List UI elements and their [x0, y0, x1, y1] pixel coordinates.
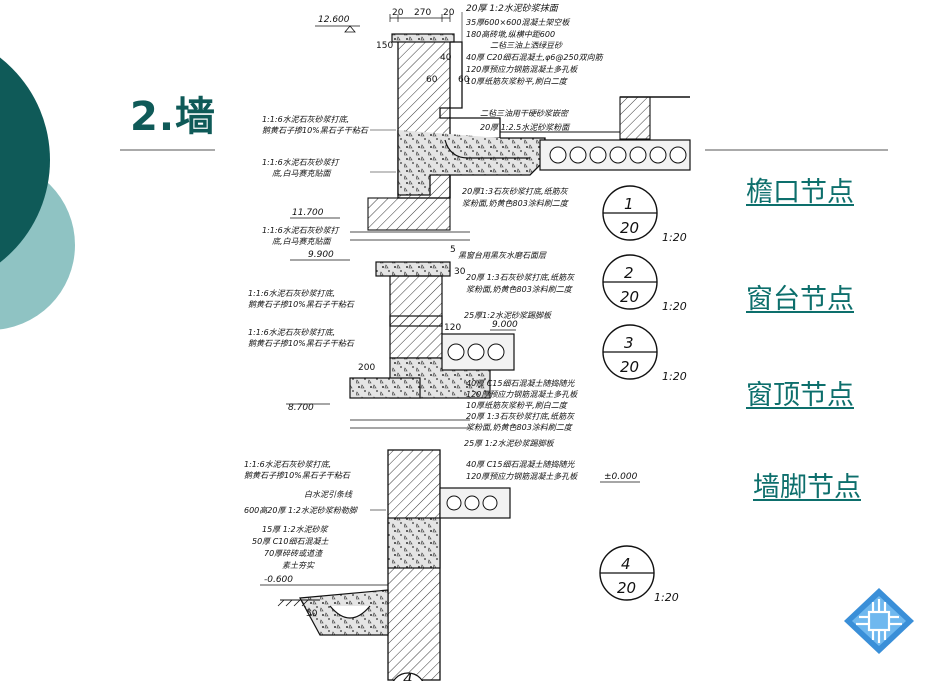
level-8700: 8.700 — [288, 403, 314, 413]
left-ann-4a: 1:1:6水泥石灰砂浆打底, — [248, 289, 335, 298]
link-wall-footing-node[interactable]: 墙脚节点 — [753, 472, 861, 503]
left-ann-2a: 1:1:6水泥石灰砂浆打 — [262, 158, 341, 167]
bottom-section-mark: 4 — [403, 670, 413, 681]
dim-50: 50 — [306, 609, 318, 619]
dim-30: 30 — [454, 267, 466, 277]
ground-ann-3: 70厚碎砖或道渣 — [264, 549, 324, 558]
wall-section-drawing: 20 270 20 12.600 20厚 1:2水泥砂浆抹面 35厚600×60… — [244, 3, 691, 681]
dim-top-1: 20 — [392, 8, 404, 18]
dim-40: 40 — [440, 53, 452, 63]
detail-3-num: 3 — [624, 334, 634, 352]
sill-ann: 黑窗台用黑灰水磨石面层 — [458, 251, 547, 260]
eave-ann-9: 20厚 1:2.5水泥砂浆粉面 — [480, 123, 571, 132]
dim-top-3: 20 — [443, 8, 455, 18]
right-ann-2a: 20厚 1:3石灰砂浆打底,纸筋灰 — [466, 273, 575, 282]
eave-ann-8: 二毡三油用干硬砂浆嵌密 — [480, 109, 569, 118]
detail-2-num: 2 — [624, 264, 634, 282]
left-ann-2b: 底,白马赛克贴面 — [272, 169, 333, 178]
eave-ann-2: 35厚600×600混凝土架空板 — [466, 18, 570, 27]
right-ann-1a: 20厚1:3石灰砂浆打底,纸筋灰 — [462, 187, 569, 196]
eave-ann-6: 120厚预应力钢筋混凝土多孔板 — [466, 65, 578, 74]
skirting-ann-2: 25厚 1:2水泥砂浆踢脚板 — [464, 439, 555, 448]
left-ann-1a: 1:1:6水泥石灰砂浆打底, — [262, 115, 349, 124]
eave-gutter — [397, 130, 546, 196]
floor-ann-2: 120厚预应力钢筋混凝土多孔板 — [466, 472, 578, 481]
detail-3-scale: 1:20 — [662, 370, 687, 383]
eave-ann-4: 二毡三油上洒绿豆砂 — [490, 41, 563, 50]
left-ann-3b: 底,白马赛克贴面 — [272, 237, 333, 246]
detail-4-num: 4 — [621, 555, 631, 573]
detail-1-sheet: 20 — [620, 219, 639, 237]
detail-1-num: 1 — [624, 195, 634, 213]
level-12600: 12.600 — [318, 15, 350, 25]
skirting-ann-1: 25厚1:2水泥砂浆踢脚板 — [464, 311, 552, 320]
left-ann-5b: 鹅黄石子掺10%黑石子干粘石 — [248, 339, 356, 348]
base-ann-4: 600高20厚 1:2水泥砂浆粉勒脚 — [244, 506, 359, 515]
dim-60a: 60 — [426, 75, 438, 85]
right-ann-3e: 浆粉面,奶黄色803涂料刷二度 — [466, 423, 574, 432]
detail-4-sheet: 20 — [617, 579, 636, 597]
right-ann-3b: 120厚预应力钢筋混凝土多孔板 — [466, 390, 578, 399]
left-ann-3a: 1:1:6水泥石灰砂浆打 — [262, 226, 341, 235]
left-ann-1b: 鹅黄石子掺10%黑石子干粘石 — [262, 126, 370, 135]
dim-top-2: 270 — [414, 8, 431, 18]
level-9000: 9.000 — [492, 320, 518, 330]
right-ann-1b: 浆粉面,奶黄色803涂料刷二度 — [462, 199, 570, 208]
dim-60b: 60 — [458, 75, 470, 85]
coping — [391, 33, 455, 43]
floor-ann-1: 40厚 C15细石混凝土随捣随光 — [466, 460, 575, 469]
dim-120: 120 — [444, 323, 461, 333]
circuit-board-icon — [844, 588, 914, 654]
level-minus-0600: -0.600 — [264, 575, 293, 585]
right-ann-3d: 20厚 1:3石灰砂浆打底,纸筋灰 — [466, 412, 575, 421]
eave-ann-1: 20厚 1:2水泥砂浆抹面 — [466, 3, 560, 14]
slide-title: 2.墙 — [130, 94, 217, 140]
level-11700: 11.700 — [292, 208, 324, 218]
right-ann-2b: 浆粉面,奶黄色803涂料刷二度 — [466, 285, 574, 294]
detail-1-scale: 1:20 — [662, 231, 687, 244]
dark-circle — [0, 57, 50, 263]
base-ann-1: 1:1:6水泥石灰砂浆打底, — [244, 460, 331, 469]
dim-150: 150 — [376, 41, 393, 51]
link-eave-node[interactable]: 檐口节点 — [746, 177, 854, 208]
detail-2-sheet: 20 — [620, 288, 639, 306]
level-9900: 9.900 — [308, 250, 334, 260]
ground-ann-4: 素土夯实 — [282, 561, 315, 570]
dim-5: 5 — [450, 245, 456, 255]
dim-200: 200 — [358, 363, 375, 373]
link-windowsill-node[interactable]: 窗台节点 — [746, 284, 854, 315]
base-ann-3: 白水泥引条线 — [304, 490, 353, 499]
eave-ann-3: 180高砖墩,纵横中距600 — [466, 30, 555, 39]
right-ann-3c: 10厚纸筋灰浆粉平,刷白二度 — [466, 401, 569, 410]
ground-ann-1: 15厚 1:2水泥砂浆 — [262, 525, 330, 534]
ground-ann-2: 50厚 C10细石混凝土 — [252, 537, 329, 546]
eave-ann-5: 40厚 C20细石混凝土,φ6@250双向筋 — [466, 53, 605, 62]
left-ann-5a: 1:1:6水泥石灰砂浆打底, — [248, 328, 335, 337]
windowsill — [375, 261, 451, 277]
base-ann-2: 鹅黄石子掺10%黑石子干粘石 — [244, 471, 352, 480]
link-window-head-node[interactable]: 窗顶节点 — [746, 380, 854, 411]
detail-2-scale: 1:20 — [662, 300, 687, 313]
eave-ann-7: 10厚纸筋灰浆粉平,刷白二度 — [466, 77, 569, 86]
brick-pier — [619, 96, 651, 140]
level-0000: ±0.000 — [604, 472, 638, 482]
detail-4-scale: 1:20 — [654, 591, 679, 604]
right-ann-3a: 40厚 C15细石混凝土随捣随光 — [466, 379, 575, 388]
left-ann-4b: 鹅黄石子掺10%黑石子干粘石 — [248, 300, 356, 309]
detail-3-sheet: 20 — [620, 358, 639, 376]
